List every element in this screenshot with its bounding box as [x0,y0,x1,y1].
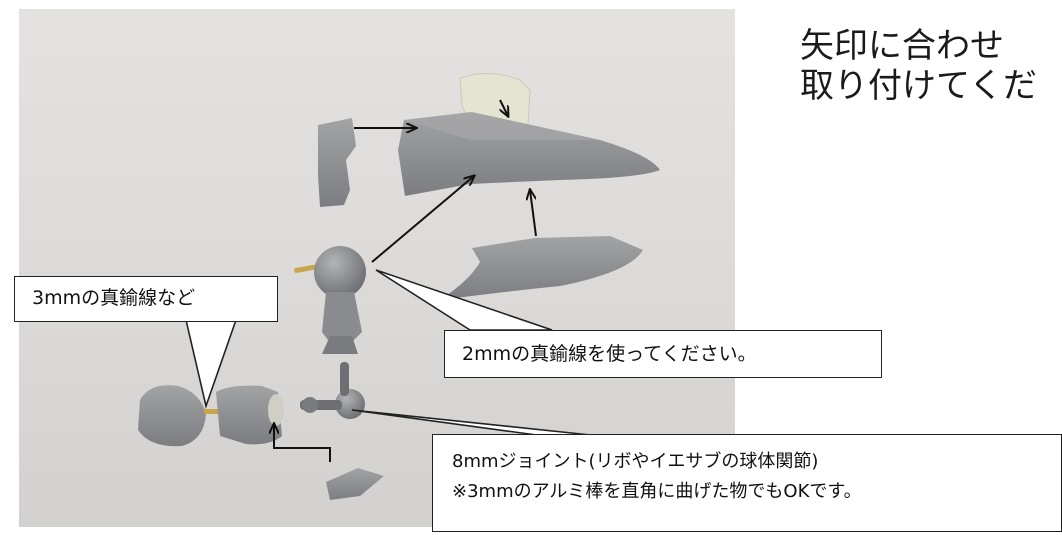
callout-joint-line2: ※3mmのアルミ棒を直角に曲げた物でもOKです。 [452,481,862,502]
wing-blade-part [440,236,643,300]
brass-rod-2mm [294,264,321,273]
instruction-title-line2: 取り付けてくだ [800,66,1037,106]
instruction-title-line1: 矢印に合わせ [800,26,1004,66]
callout-2mm-box [444,330,882,378]
forearm-part [216,385,282,445]
fist-part [138,385,206,447]
small-bracket-part [318,118,356,207]
callout-joint-line1: 8mmジョイント(リボやイエサブの球体関節) [452,451,819,472]
callout-joint-box [432,434,1062,532]
callout-3mm-text: 3mmの真鍮線など [32,287,196,309]
cone-part [326,468,384,500]
ball-joint-part [314,246,366,298]
callout-2mm-text: 2mmの真鍮線を使ってください。 [462,343,757,365]
brass-rod-3mm [204,409,222,414]
instruction-title: 矢印に合わせ 取り付けてくだ [800,26,1037,106]
callout-3mm-box [14,276,278,322]
